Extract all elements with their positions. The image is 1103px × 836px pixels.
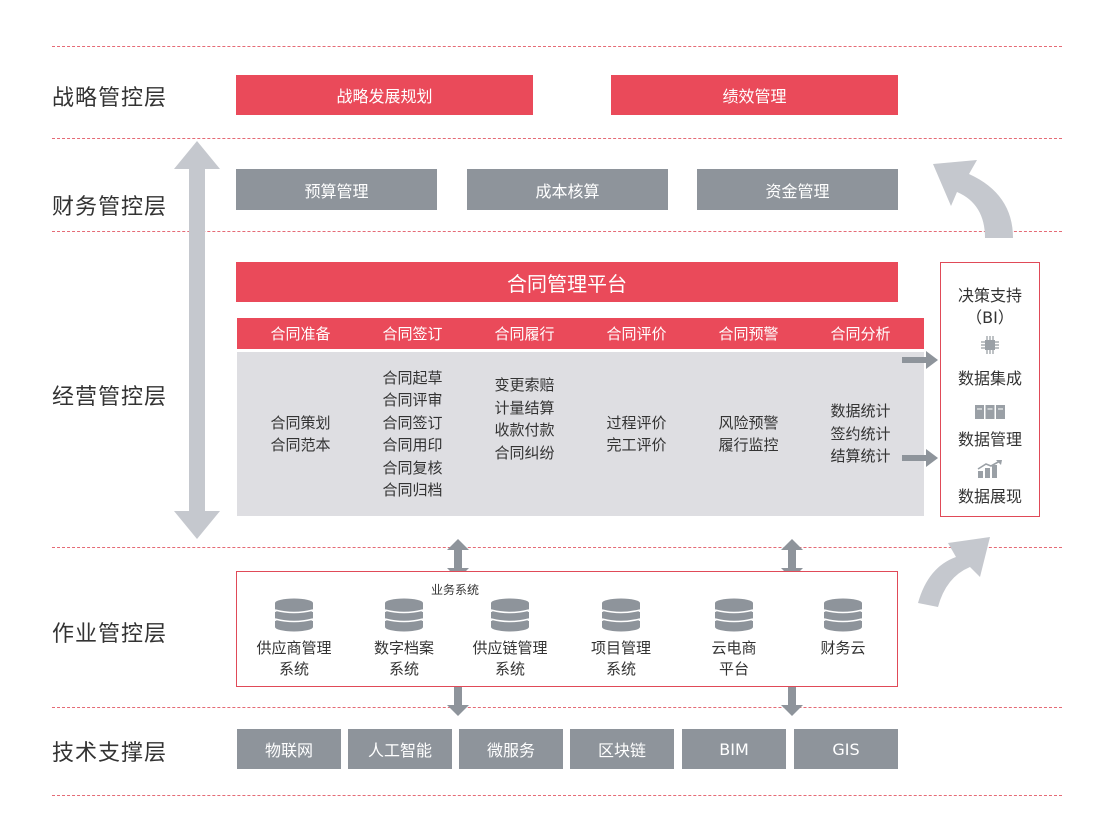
layer-divider xyxy=(52,231,1062,232)
column-item: 计量结算 xyxy=(494,398,555,417)
column-head: 合同准备 xyxy=(237,318,364,349)
layer-label-tech: 技术支撑层 xyxy=(52,741,168,766)
column-item: 数据统计 xyxy=(830,402,891,421)
business-system-label: 业务系统 xyxy=(431,583,480,597)
column-item: 风险预警 xyxy=(718,413,779,432)
right-arrow-icon xyxy=(902,351,938,369)
layer-divider xyxy=(52,46,1062,47)
double-arrow-vertical-icon xyxy=(781,539,803,579)
system-label: 数字档案系统 xyxy=(373,639,434,678)
right-arrow-icon xyxy=(902,449,938,467)
curved-arrow-up-icon xyxy=(933,160,1013,238)
growth-chart-icon xyxy=(977,460,1002,478)
bi-item-label: 数据集成 xyxy=(957,369,1022,388)
column-item: 结算统计 xyxy=(830,447,891,466)
layer-divider xyxy=(52,138,1062,139)
column-head: 合同评价 xyxy=(573,318,700,349)
database-icon xyxy=(384,598,424,632)
column-item: 合同评审 xyxy=(382,391,443,409)
column-head: 合同履行 xyxy=(461,318,588,349)
system-label: 财务云 xyxy=(820,639,866,657)
bi-title: 决策支持 xyxy=(957,286,1022,305)
system-item: 供应商管理系统 xyxy=(239,598,349,680)
business-system-panel xyxy=(236,571,898,687)
column-item: 合同用印 xyxy=(382,436,443,454)
finance-box: 预算管理 xyxy=(236,169,437,210)
column-item: 合同签订 xyxy=(382,413,443,432)
finance-box: 成本核算 xyxy=(467,169,668,210)
layer-label-finance: 财务管控层 xyxy=(52,195,168,220)
column-item: 合同起草 xyxy=(382,368,443,387)
strategy-box: 战略发展规划 xyxy=(236,75,533,115)
tech-box: BIM xyxy=(682,729,786,769)
system-item: 项目管理系统 xyxy=(566,598,676,680)
layer-label-strategy: 战略管控层 xyxy=(52,86,168,111)
layer-divider xyxy=(52,547,1062,548)
column-item: 完工评价 xyxy=(606,436,667,454)
layer-divider xyxy=(52,707,1062,708)
system-item: 供应链管理系统 xyxy=(455,598,565,680)
database-icon xyxy=(490,598,530,632)
platform-title: 合同管理平台 xyxy=(236,262,898,302)
chip-icon xyxy=(981,336,999,354)
column-head: 合同预警 xyxy=(685,318,812,349)
bi-item-label: 数据管理 xyxy=(957,430,1022,449)
database-icon xyxy=(601,598,641,632)
system-label: 供应链管理系统 xyxy=(472,639,548,678)
vertical-double-arrow xyxy=(174,141,220,539)
curved-arrow-up-icon xyxy=(918,537,990,607)
column-item: 合同纠纷 xyxy=(494,443,555,462)
database-icon xyxy=(274,598,314,632)
layer-label-operation: 经营管控层 xyxy=(52,385,168,410)
system-item: 财务云 xyxy=(788,598,898,659)
system-item: 数字档案系统 xyxy=(349,598,459,680)
column-item: 合同范本 xyxy=(270,436,331,454)
system-item: 云电商平台 xyxy=(679,598,789,680)
tech-box: 微服务 xyxy=(459,729,563,769)
book-icon xyxy=(975,405,1005,419)
finance-box: 资金管理 xyxy=(697,169,898,210)
double-arrow-vertical-icon xyxy=(447,539,469,579)
database-icon xyxy=(823,598,863,632)
column-body: 合同策划 合同范本 xyxy=(237,352,364,516)
column-head: 合同分析 xyxy=(797,318,924,349)
bi-subtitle: （BI） xyxy=(966,308,1014,327)
bi-panel: 决策支持 （BI） 数据集成 数据管理 数据展现 xyxy=(940,262,1040,517)
column-item: 合同归档 xyxy=(382,481,443,499)
column-item: 合同策划 xyxy=(270,413,331,432)
column-item: 过程评价 xyxy=(606,413,667,432)
tech-box: 物联网 xyxy=(237,729,341,769)
column-item: 履行监控 xyxy=(718,436,779,454)
system-label: 云电商平台 xyxy=(711,639,757,678)
column-head: 合同签订 xyxy=(349,318,476,349)
column-item: 收款付款 xyxy=(494,421,555,439)
column-item: 变更索赔 xyxy=(494,376,555,394)
tech-box: GIS xyxy=(794,729,898,769)
layer-label-task: 作业管控层 xyxy=(52,622,168,647)
system-label: 供应商管理系统 xyxy=(256,639,332,678)
tech-box: 区块链 xyxy=(570,729,674,769)
column-body: 风险预警 履行监控 xyxy=(685,352,812,516)
bi-item-label: 数据展现 xyxy=(957,487,1022,506)
database-icon xyxy=(714,598,754,632)
system-label: 项目管理系统 xyxy=(590,639,651,678)
column-item: 签约统计 xyxy=(830,424,891,443)
column-body: 过程评价 完工评价 xyxy=(573,352,700,516)
layer-divider xyxy=(52,795,1062,796)
column-body: 合同起草 合同评审 合同签订 合同用印 合同复核 合同归档 xyxy=(349,352,476,516)
column-body: 数据统计 签约统计 结算统计 xyxy=(797,352,924,516)
column-body: 变更索赔 计量结算 收款付款 合同纠纷 xyxy=(461,352,588,516)
column-item: 合同复核 xyxy=(382,458,443,477)
strategy-box: 绩效管理 xyxy=(611,75,898,115)
tech-box: 人工智能 xyxy=(348,729,452,769)
